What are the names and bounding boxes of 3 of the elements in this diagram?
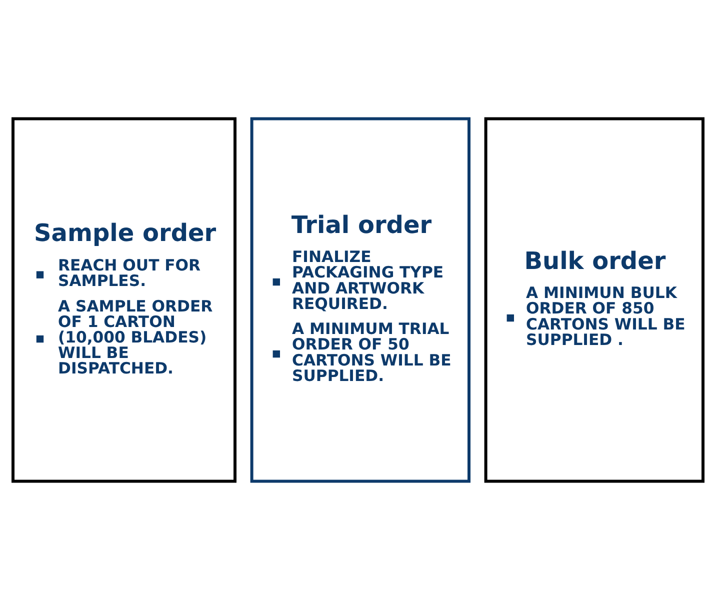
node-box: Bulk order A MINIMUN BULK ORDER OF 850 CARTONS WILL BE SUPPLIED . (484, 117, 704, 483)
node-box: Trial order FINALIZE PACKAGING TYPE AND ARTWORK REQUIRED. A MINIMUM TRIAL ORDER OF 50 CARTONS WILL BE SUPPLIED. (250, 117, 470, 483)
node-box: Sample order REACH OUT FOR SAMPLES. A SAMPLE ORDER OF 1 CARTON (10,000 BLADES) WILL BE DISPATCHED. (12, 117, 236, 483)
